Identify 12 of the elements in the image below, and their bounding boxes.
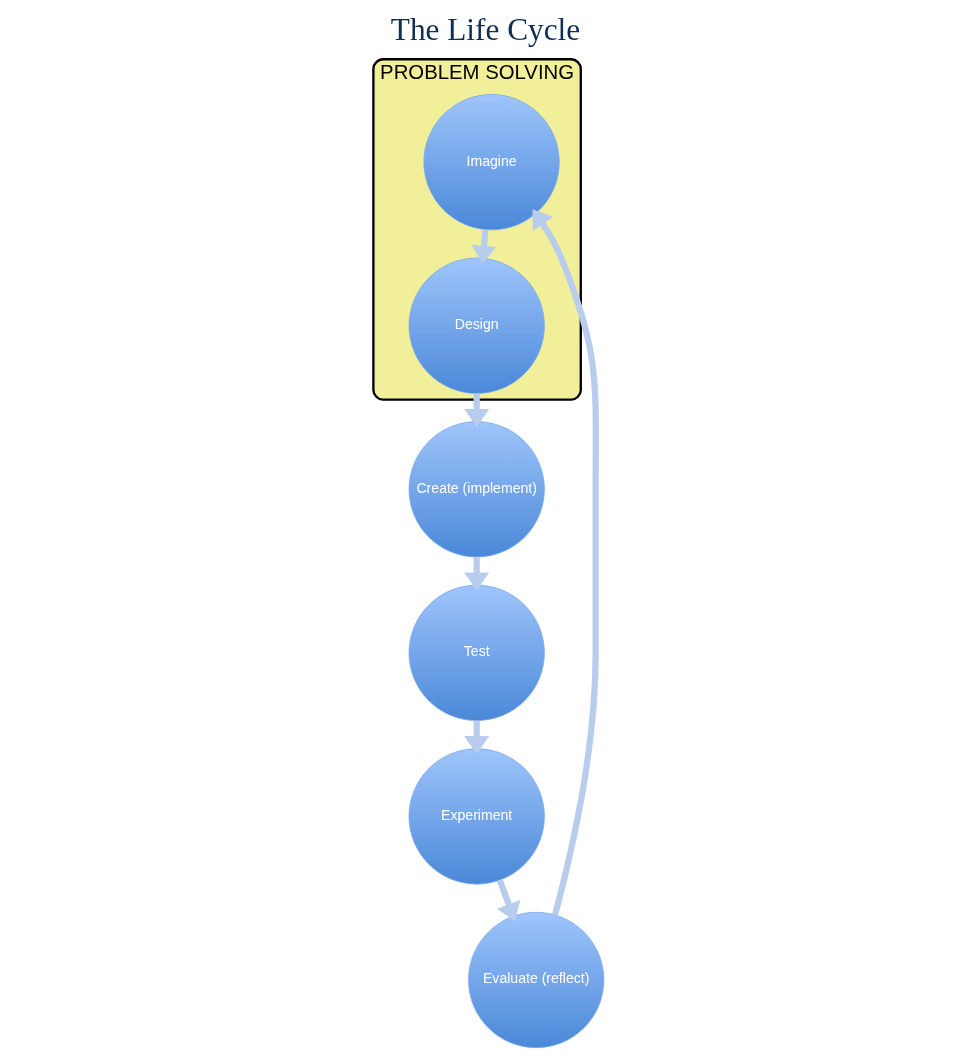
node-circle: Experiment <box>408 748 545 885</box>
arrow <box>470 229 496 264</box>
node-circle: Design <box>408 257 545 394</box>
arrow <box>463 720 489 755</box>
diagram-title: The Life Cycle <box>390 12 580 48</box>
node-circle: Create (implement) <box>408 421 545 558</box>
arrow <box>463 557 489 591</box>
arrow <box>463 393 489 427</box>
node-circle: Test <box>408 584 545 721</box>
arrow <box>496 879 520 922</box>
arrow <box>532 209 599 916</box>
node-circle: Evaluate (reflect) <box>467 911 604 1049</box>
